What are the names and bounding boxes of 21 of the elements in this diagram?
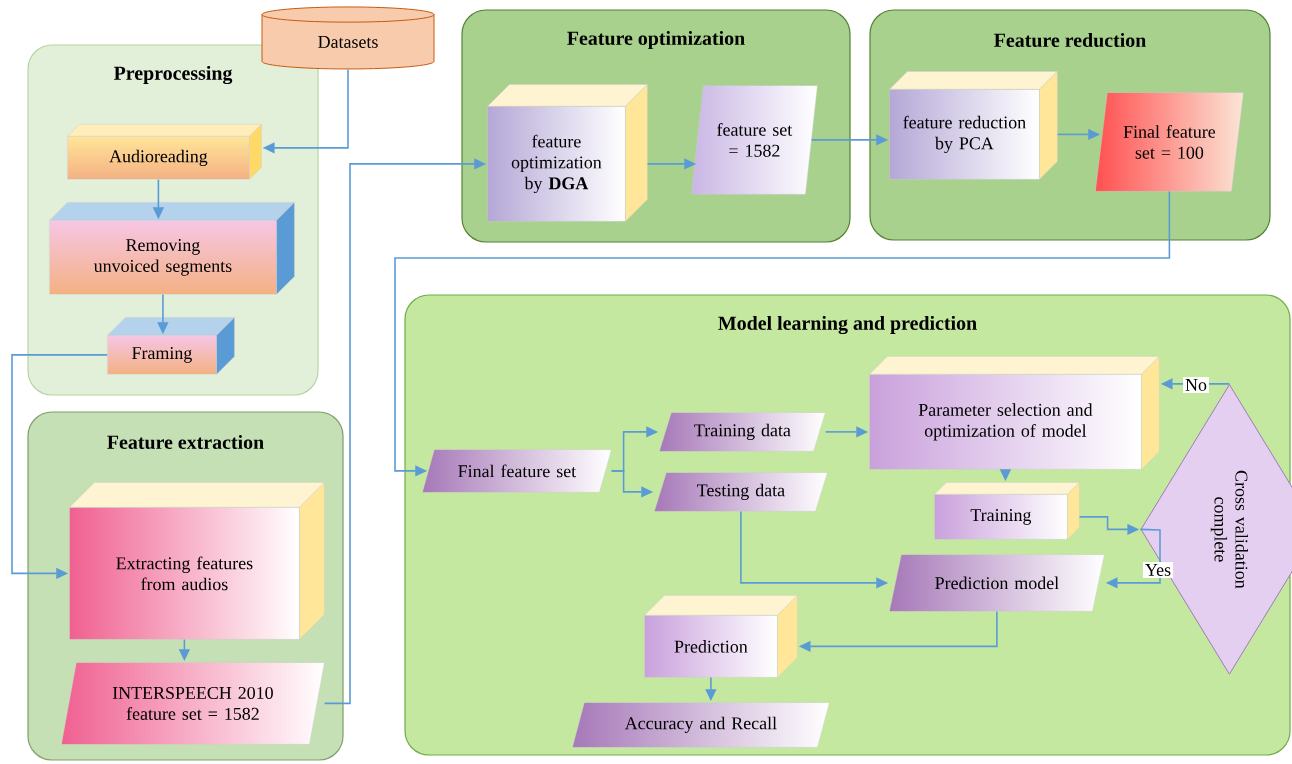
data-parallelogram: Training data — [659, 412, 826, 452]
data-parallelogram: Final feature set = 100 — [1095, 92, 1244, 192]
data-parallelogram: INTERSPEECH 2010 feature set = 1582 — [61, 662, 325, 745]
arrow — [394, 190, 1171, 477]
edge-label: Yes — [1142, 562, 1174, 578]
process-box: Parameter selection and optimization of model — [869, 356, 1160, 470]
process-box: feature reduction by PCA — [889, 71, 1058, 180]
process-box: Training — [934, 482, 1080, 540]
data-parallelogram: Final feature set — [422, 449, 612, 493]
process-box: Audioreading — [67, 124, 262, 180]
edge-label: No — [1183, 377, 1209, 393]
process-box: feature optimization by DGA — [487, 84, 648, 222]
data-parallelogram: Accuracy and Recall — [572, 702, 830, 748]
process-box: Prediction — [644, 595, 798, 678]
process-box: Extracting features from audios — [69, 482, 325, 640]
data-parallelogram: Testing data — [654, 472, 828, 512]
data-parallelogram: Prediction model — [889, 554, 1105, 612]
database-cylinder: Datasets — [261, 6, 435, 70]
process-box: Framing — [107, 317, 235, 375]
data-parallelogram: feature set = 1582 — [691, 85, 818, 195]
process-box: Removing unvoiced segments — [49, 202, 295, 295]
